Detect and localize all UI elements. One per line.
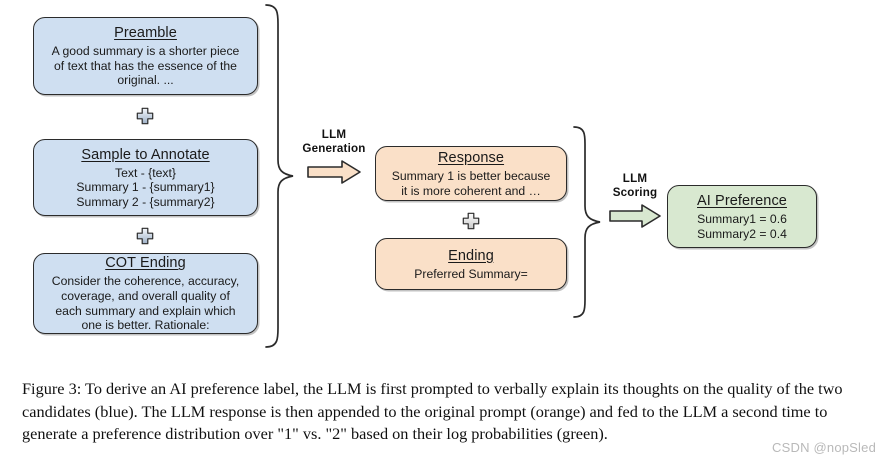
arrow-llm-scoring-label: LLM Scoring <box>612 172 658 199</box>
llm-scoring-arrow-icon <box>602 203 668 229</box>
node-cot-ending-body: Consider the coherence, accuracy, covera… <box>51 274 240 333</box>
brace-prompt-group <box>262 2 298 350</box>
node-cot-ending: COT Ending Consider the coherence, accur… <box>33 253 258 334</box>
node-ending: Ending Preferred Summary= <box>375 238 567 290</box>
plus-icon-3 <box>462 212 480 230</box>
node-sample-to-annotate: Sample to Annotate Text - {text} Summary… <box>33 139 258 216</box>
figure-caption: Figure 3: To derive an AI preference lab… <box>22 379 843 444</box>
node-sample-to-annotate-title: Sample to Annotate <box>81 146 210 163</box>
arrow-llm-scoring: LLM Scoring <box>602 172 668 229</box>
node-sample-to-annotate-body: Text - {text} Summary 1 - {summary1} Sum… <box>76 165 215 209</box>
node-ai-preference-body: Summary1 = 0.6 Summary2 = 0.4 <box>697 211 787 241</box>
node-cot-ending-title: COT Ending <box>105 255 186 272</box>
plus-icon-1 <box>136 107 154 125</box>
node-response: Response Summary 1 is better because it … <box>375 146 567 201</box>
plus-icon-2 <box>136 227 154 245</box>
node-ending-title: Ending <box>448 247 494 264</box>
arrow-llm-generation-label: LLM Generation <box>302 128 366 155</box>
node-ai-preference-title: AI Preference <box>697 192 787 209</box>
brace-response-group <box>570 124 604 320</box>
node-preamble-title: Preamble <box>114 25 177 42</box>
node-preamble-body: A good summary is a shorter piece of tex… <box>51 44 240 88</box>
llm-generation-arrow-icon <box>296 159 372 185</box>
node-preamble: Preamble A good summary is a shorter pie… <box>33 17 258 95</box>
arrow-llm-generation: LLM Generation <box>296 128 372 185</box>
node-response-body: Summary 1 is better because it is more c… <box>391 168 551 198</box>
node-ending-body: Preferred Summary= <box>414 266 528 281</box>
node-response-title: Response <box>437 149 505 166</box>
node-ai-preference: AI Preference Summary1 = 0.6 Summary2 = … <box>667 185 817 248</box>
